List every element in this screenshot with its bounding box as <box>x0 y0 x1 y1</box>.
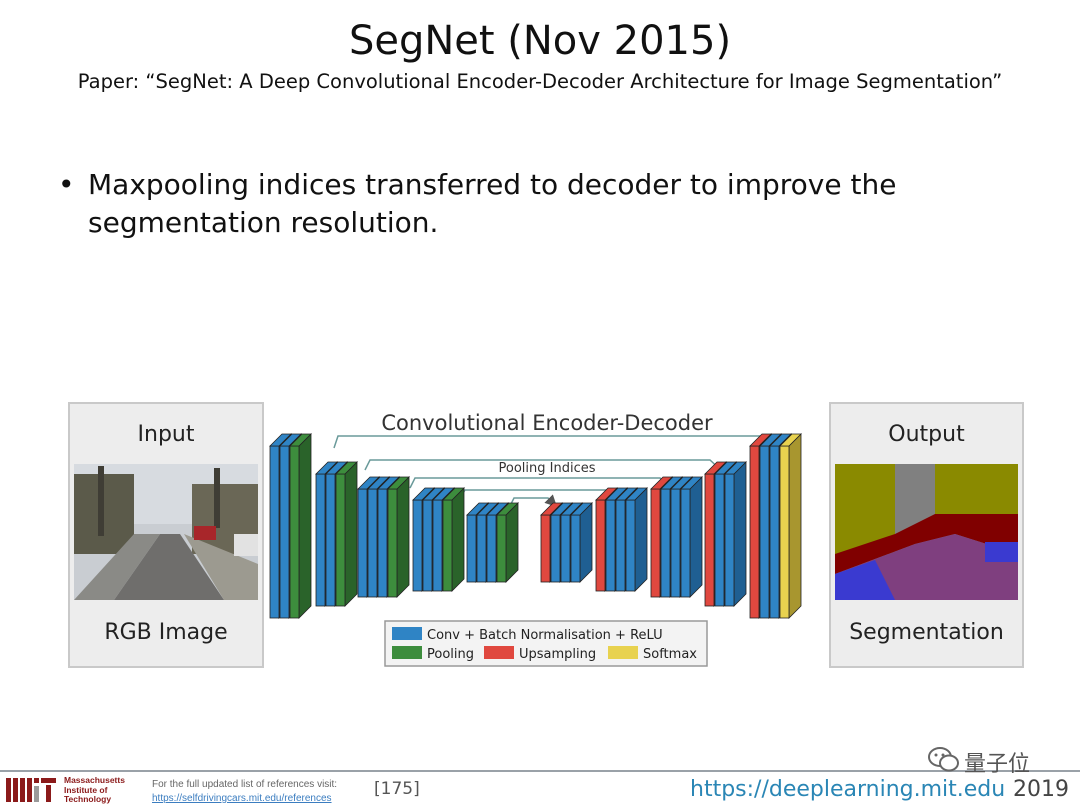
watermark-text: 量子位 <box>964 752 1031 777</box>
layer-slab-18 <box>496 502 519 583</box>
slide-title: SegNet (Nov 2015) <box>348 18 732 64</box>
layer-slab-30 <box>680 476 703 598</box>
mit-logo <box>6 778 56 802</box>
references-note-text: For the full updated list of references … <box>152 779 338 790</box>
footer-rule <box>0 770 1080 772</box>
legend-swatch-conv <box>392 627 422 640</box>
layer-slab-14 <box>442 487 465 592</box>
mit-name-line-1: Massachusetts <box>64 775 125 785</box>
legend-label-conv: Conv + Batch Normalisation + ReLU <box>427 628 663 643</box>
network-diagram: Convolutional Encoder-Decoder Pooling In… <box>269 411 802 667</box>
legend-swatch-pooling <box>392 646 422 659</box>
slide-subtitle: Paper: “SegNet: A Deep Convolutional Enc… <box>77 70 1003 93</box>
legend-label-upsampling: Upsampling <box>519 647 596 662</box>
layer-slab-10 <box>387 476 410 598</box>
skip-arrow-1 <box>333 435 777 454</box>
output-title: Output <box>888 422 965 447</box>
course-url: https://deeplearning.mit.edu <box>690 777 1006 802</box>
layer-slab-33 <box>724 461 747 607</box>
legend-box <box>384 620 708 667</box>
output-segmentation-map <box>835 464 1018 600</box>
network-label: Convolutional Encoder-Decoder <box>381 411 713 435</box>
legend-label-softmax: Softmax <box>643 647 697 662</box>
bullet-dot: • <box>58 168 75 201</box>
input-caption: RGB Image <box>104 620 228 645</box>
layer-slab-22 <box>570 502 593 583</box>
input-title: Input <box>137 422 195 447</box>
skip-label: Pooling Indices <box>499 461 596 476</box>
mit-name-line-2: Institute of <box>64 784 108 795</box>
watermark: 量子位 <box>928 746 1053 777</box>
layer-slab-26 <box>625 487 648 592</box>
output-caption: Segmentation <box>849 620 1004 645</box>
bullet-text: Maxpooling indices transferred to decode… <box>88 168 897 239</box>
references-note: For the full updated list of references … <box>152 778 337 806</box>
wechat-icon <box>928 747 959 772</box>
reference-number: [175] <box>374 779 420 799</box>
year: 2019 <box>1013 777 1069 802</box>
references-link[interactable]: https://selfdrivingcars.mit.edu/referenc… <box>152 793 332 804</box>
layer-slab-3 <box>289 433 312 619</box>
input-road-photo <box>74 464 258 600</box>
mit-name: Massachusetts Institute of Technology <box>64 775 125 805</box>
output-panel: Output Segmentation <box>829 402 1024 668</box>
legend: Conv + Batch Normalisation + ReLU Poolin… <box>384 620 708 667</box>
layer-slab-37 <box>779 433 802 619</box>
layer-slab-6 <box>335 461 358 607</box>
legend-label-pooling: Pooling <box>427 647 474 662</box>
legend-swatch-upsampling <box>484 646 514 659</box>
layer-stack <box>269 433 802 619</box>
mit-name-line-3: Technology <box>64 794 112 804</box>
legend-swatch-softmax <box>608 646 638 659</box>
skip-arrow-5 <box>509 494 558 508</box>
input-panel: Input RGB Image <box>68 402 264 668</box>
